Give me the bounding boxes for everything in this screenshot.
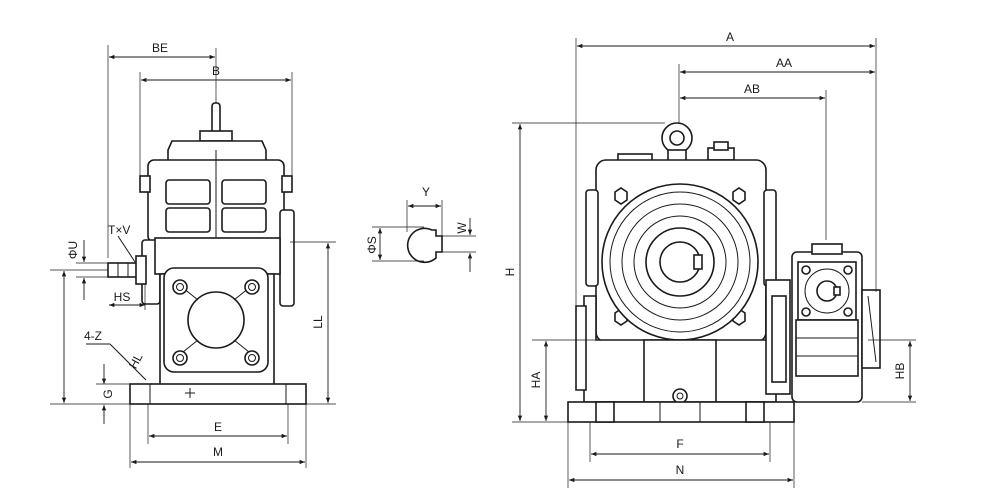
dim-label-hl: HL: [126, 351, 146, 371]
dim-label-g: G: [101, 389, 115, 398]
front-view-extension-lines: [512, 38, 916, 488]
dim-label-hb: HB: [893, 363, 907, 380]
dim-label-ab: AB: [744, 82, 760, 96]
dim-label-e: E: [214, 420, 222, 434]
dim-label-b: B: [212, 64, 220, 78]
dim-label-ha: HA: [529, 372, 543, 389]
front-view-dimensions: A AA AB H HA HB F N: [503, 30, 913, 483]
shaft-section: Y ΦS W: [365, 185, 476, 272]
dim-label-m: M: [213, 445, 223, 459]
side-view-dimensions: BE B T×V ΦU HS 4-Z HL G LL E M: [61, 41, 331, 465]
dim-label-a: A: [726, 30, 734, 44]
dim-label-y: Y: [422, 185, 430, 199]
dim-label-f: F: [676, 437, 683, 451]
dim-label-aa: AA: [776, 56, 792, 70]
leader-z: [109, 343, 147, 381]
dim-label-be: BE: [152, 41, 168, 55]
dim-label-hs: HS: [114, 290, 131, 304]
dim-label-txv: T×V: [108, 223, 130, 237]
side-view-extension-lines: [50, 45, 336, 468]
dim-label-n: N: [676, 463, 685, 477]
dim-label-ll: LL: [311, 315, 325, 329]
front-view: [567, 122, 881, 423]
side-view: [107, 102, 307, 405]
leader-txv: [117, 235, 136, 263]
dim-label-s: ΦS: [365, 236, 379, 254]
dim-label-u: ΦU: [66, 241, 80, 259]
dim-label-w: W: [455, 222, 469, 234]
dim-label-h: H: [503, 268, 517, 277]
dim-label-z: 4-Z: [84, 329, 102, 343]
